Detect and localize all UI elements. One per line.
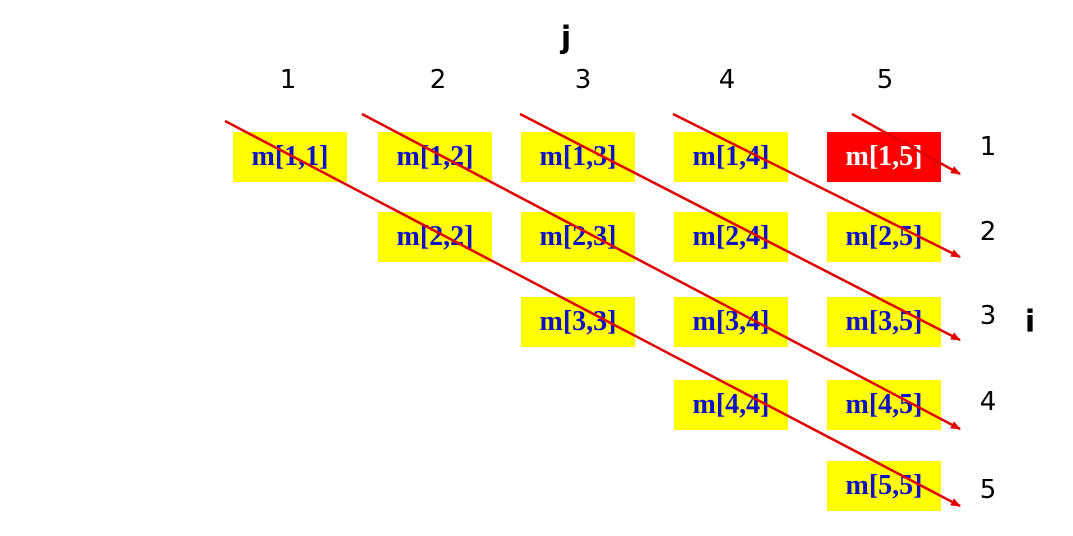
table-cell-3-5: m[3,5] (827, 297, 941, 347)
column-label-3: 3 (574, 65, 592, 95)
table-cell-3-4: m[3,4] (674, 297, 788, 347)
table-cell-2-2: m[2,2] (378, 212, 492, 262)
column-label-2: 2 (429, 65, 447, 95)
row-axis-title: i (1024, 304, 1036, 340)
row-label-2: 2 (979, 217, 997, 247)
column-label-1: 1 (279, 65, 297, 95)
row-label-4: 4 (979, 387, 997, 417)
table-cell-4-5: m[4,5] (827, 380, 941, 430)
table-cell-2-5: m[2,5] (827, 212, 941, 262)
table-cell-2-3: m[2,3] (521, 212, 635, 262)
table-cell-1-3: m[1,3] (521, 132, 635, 182)
row-label-3: 3 (979, 301, 997, 331)
table-cell-3-3: m[3,3] (521, 297, 635, 347)
table-cell-1-2: m[1,2] (378, 132, 492, 182)
table-cell-5-5: m[5,5] (827, 461, 941, 511)
column-axis-title: j (560, 20, 572, 56)
column-label-5: 5 (876, 65, 894, 95)
table-cell-1-4: m[1,4] (674, 132, 788, 182)
table-cell-4-4: m[4,4] (674, 380, 788, 430)
table-cell-2-4: m[2,4] (674, 212, 788, 262)
column-label-4: 4 (718, 65, 736, 95)
row-label-1: 1 (979, 132, 997, 162)
row-label-5: 5 (979, 475, 997, 505)
table-cell-1-1: m[1,1] (233, 132, 347, 182)
table-cell-1-5: m[1,5] (827, 132, 941, 182)
